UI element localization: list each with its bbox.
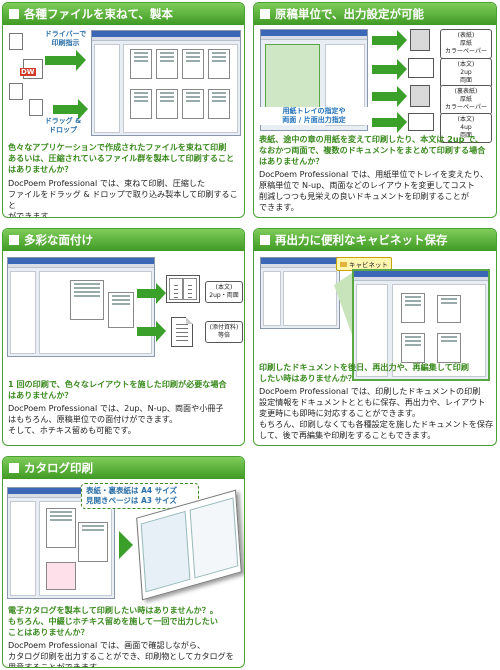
panel-title: 各種ファイルを束ねて、製本	[3, 3, 244, 25]
question-text: 印刷したドキュメントを後日、再出力や、再編集して印刷 したい時はありませんか？	[259, 362, 469, 383]
panel-title-text: 各種ファイルを束ねて、製本	[24, 7, 173, 21]
panel-binding: 各種ファイルを束ねて、製本 DW ドライバーで 印刷指示 ドラッグ & ドロップ…	[2, 2, 245, 218]
arrow-icon	[119, 531, 133, 559]
square-icon	[9, 9, 19, 19]
book-icon	[408, 58, 434, 78]
body-text: DocPoem Professional では、束ねて印刷、圧縮した ファイルを…	[8, 178, 238, 218]
word-file-icon	[29, 99, 43, 116]
output-label: (本文) 2up 両面	[440, 58, 492, 88]
panel-catalog: カタログ印刷 表紙・裏表紙は A4 サイズ 見開きページは A3 サイズ 電子カ…	[2, 456, 245, 668]
arrow-icon	[53, 99, 88, 120]
arrow-icon	[137, 321, 166, 342]
arrow-icon	[45, 50, 86, 71]
dw-file-icon: DW	[20, 59, 43, 79]
folder-icon	[340, 262, 347, 267]
panel-title: 再出力に便利なキャビネット保存	[254, 229, 496, 251]
layout-label: (添付資料) 等倍	[205, 321, 243, 343]
body-text: DocPoem Professional では、画面で確認しながら、 カタログ印…	[8, 640, 234, 668]
question-text: 1 回の印刷で、色々なレイアウトを施した印刷が必要な場合 はありませんか？	[8, 379, 227, 400]
body-text: DocPoem Professional では、2up、N-up、両面や小冊子 …	[8, 403, 224, 435]
app-screenshot	[91, 30, 241, 136]
panel-title-text: 再出力に便利なキャビネット保存	[275, 233, 448, 247]
output-label: (表紙) 厚紙 カラーペーパー	[440, 29, 492, 59]
question-text: 色々なアプリケーションで作成されたファイルを束ねて印刷 あるいは、圧縮されている…	[8, 142, 235, 174]
panel-title: 多彩な面付け	[3, 229, 244, 251]
tray-callout: 用紙トレイの指定や 両面 / 片面出力指定	[258, 107, 370, 125]
square-icon	[260, 9, 270, 19]
cabinet-tab-label: キャビネット	[349, 261, 388, 269]
book-icon	[166, 275, 200, 303]
body-text: DocPoem Professional では、印刷したドキュメントの印刷 設定…	[259, 386, 494, 440]
driver-callout: ドライバーで 印刷指示	[44, 30, 87, 47]
panel-imposition: 多彩な面付け (本文) 2up・両面 (添付資料) 等倍 1 回の印刷で、色々な…	[2, 228, 245, 446]
arrow-icon	[372, 112, 407, 133]
panel-title: カタログ印刷	[3, 457, 244, 479]
layout-label: (本文) 2up・両面	[205, 281, 243, 303]
panel-title-text: 多彩な面付け	[24, 233, 93, 247]
document-file-icon	[9, 33, 23, 50]
drag-drop-callout: ドラッグ & ドロップ	[44, 117, 82, 134]
panel-cabinet: 再出力に便利なキャビネット保存 キャビネット 印刷したドキュメントを後日、再出力…	[253, 228, 497, 446]
arrow-icon	[372, 86, 407, 107]
square-icon	[9, 235, 19, 245]
page-icon	[410, 29, 430, 51]
output-label: (本文) 4up 両面	[440, 113, 492, 143]
panel-output-settings: 原稿単位で、出力設定が可能 用紙トレイの指定や 両面 / 片面出力指定 (表紙)…	[253, 2, 497, 218]
file-tag: DW	[20, 68, 36, 76]
cabinet-window	[352, 269, 490, 381]
app-screenshot	[7, 257, 155, 357]
app-screenshot-small	[260, 257, 340, 329]
question-text: 表紙、途中の章の用紙を変えて印刷したり、本文は 2up で、 なおかつ両面で、複…	[259, 134, 486, 166]
square-icon	[260, 235, 270, 245]
arrow-icon	[137, 283, 166, 304]
arrow-icon	[372, 59, 407, 80]
arrow-icon	[372, 30, 407, 51]
zoom-wedge	[334, 273, 352, 335]
book-icon	[408, 113, 434, 131]
page-icon	[410, 85, 430, 107]
square-icon	[9, 463, 19, 473]
panel-title: 原稿単位で、出力設定が可能	[254, 3, 496, 25]
output-label: (裏表紙) 厚紙 カラーペーパー	[440, 85, 492, 115]
panel-title-text: カタログ印刷	[24, 461, 93, 475]
question-text: 電子カタログを製本して印刷したい時はありませんか？。 もちろん、中綴じホチキス留…	[8, 605, 218, 637]
pdf-file-icon	[9, 83, 23, 100]
page-icon	[171, 317, 193, 347]
panel-title-text: 原稿単位で、出力設定が可能	[275, 7, 425, 21]
body-text: DocPoem Professional では、用紙単位でトレイを変えたり、 原…	[259, 169, 489, 212]
